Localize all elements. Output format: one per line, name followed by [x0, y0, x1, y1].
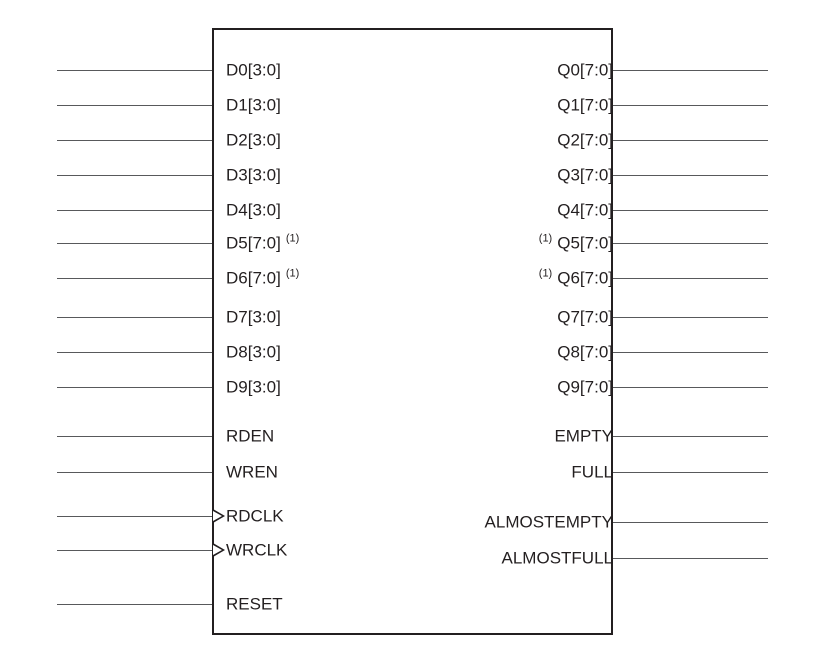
pin-label-reset: RESET: [226, 596, 283, 613]
input-wire-rden: [57, 436, 213, 437]
pin-label-text: D9[3:0]: [226, 377, 281, 397]
pin-label-text: Q4[7:0]: [557, 200, 613, 220]
output-wire-almostempty: [612, 522, 768, 523]
pin-label-almostempty: ALMOSTEMPTY: [485, 514, 613, 531]
input-wire-d7: [57, 317, 213, 318]
pin-label-text: Q8[7:0]: [557, 342, 613, 362]
input-wire-d2: [57, 140, 213, 141]
output-wire-full: [612, 472, 768, 473]
pin-label-d6: D6[7:0] (1): [226, 267, 300, 288]
output-wire-q5: [612, 243, 768, 244]
pin-label-q8: Q8[7:0]: [557, 344, 613, 361]
pin-label-text: D4[3:0]: [226, 200, 281, 220]
pin-label-q7: Q7[7:0]: [557, 309, 613, 326]
input-wire-d0: [57, 70, 213, 71]
output-wire-q7: [612, 317, 768, 318]
pin-label-empty: EMPTY: [554, 428, 613, 445]
pin-label-almostfull: ALMOSTFULL: [502, 550, 613, 567]
pin-label-text: ALMOSTEMPTY: [484, 512, 613, 532]
pin-label-q3: Q3[7:0]: [557, 167, 613, 184]
pin-label-full: FULL: [571, 464, 613, 481]
pin-label-text: FULL: [571, 462, 613, 482]
pin-label-text: Q9[7:0]: [557, 377, 613, 397]
pin-label-q5: (1) Q5[7:0]: [538, 232, 613, 253]
output-wire-q0: [612, 70, 768, 71]
output-wire-q9: [612, 387, 768, 388]
pin-label-text: EMPTY: [554, 426, 613, 446]
pin-label-text: Q0[7:0]: [557, 60, 613, 80]
footnote-marker: (1): [285, 267, 300, 280]
pin-label-d9: D9[3:0]: [226, 379, 281, 396]
input-wire-d1: [57, 105, 213, 106]
pin-label-text: Q1[7:0]: [557, 95, 613, 115]
pin-label-text: RDEN: [226, 426, 275, 446]
pin-label-text: D5[7:0]: [226, 233, 281, 253]
pin-label-d5: D5[7:0] (1): [226, 232, 300, 253]
pin-label-text: Q7[7:0]: [557, 307, 613, 327]
input-wire-wrclk: [57, 550, 213, 551]
input-wire-d4: [57, 210, 213, 211]
pin-label-d0: D0[3:0]: [226, 62, 281, 79]
pin-label-q1: Q1[7:0]: [557, 97, 613, 114]
pin-label-text: WRCLK: [226, 540, 288, 560]
output-wire-q1: [612, 105, 768, 106]
input-wire-d9: [57, 387, 213, 388]
pin-label-text: Q3[7:0]: [557, 165, 613, 185]
input-wire-rdclk: [57, 516, 213, 517]
output-wire-q4: [612, 210, 768, 211]
clock-triangle-icon-wrclk: [213, 543, 225, 557]
footnote-marker: (1): [285, 232, 300, 245]
footnote-marker: (1): [538, 232, 553, 245]
pin-label-d8: D8[3:0]: [226, 344, 281, 361]
pin-label-text: WREN: [226, 462, 278, 482]
input-wire-wren: [57, 472, 213, 473]
pin-label-text: D3[3:0]: [226, 165, 281, 185]
output-wire-empty: [612, 436, 768, 437]
pin-label-q6: (1) Q6[7:0]: [538, 267, 613, 288]
pin-label-text: RESET: [226, 594, 283, 614]
pin-label-q9: Q9[7:0]: [557, 379, 613, 396]
footnote-marker: (1): [538, 267, 553, 280]
input-wire-d3: [57, 175, 213, 176]
input-wire-d8: [57, 352, 213, 353]
pin-label-text: D0[3:0]: [226, 60, 281, 80]
pin-label-d4: D4[3:0]: [226, 202, 281, 219]
output-wire-q3: [612, 175, 768, 176]
output-wire-q2: [612, 140, 768, 141]
clock-triangle-icon-rdclk: [213, 509, 225, 523]
output-wire-almostfull: [612, 558, 768, 559]
pin-label-text: D1[3:0]: [226, 95, 281, 115]
pin-label-rdclk: RDCLK: [226, 508, 284, 525]
pin-label-text: D6[7:0]: [226, 268, 281, 288]
pin-label-text: D7[3:0]: [226, 307, 281, 327]
output-wire-q6: [612, 278, 768, 279]
pin-label-text: Q6[7:0]: [557, 268, 613, 288]
pin-label-text: Q5[7:0]: [557, 233, 613, 253]
pin-label-d1: D1[3:0]: [226, 97, 281, 114]
pin-label-rden: RDEN: [226, 428, 274, 445]
pin-label-text: Q2[7:0]: [557, 130, 613, 150]
pin-label-d3: D3[3:0]: [226, 167, 281, 184]
pin-label-wrclk: WRCLK: [226, 542, 287, 559]
chip-body: [212, 28, 613, 635]
pin-label-q2: Q2[7:0]: [557, 132, 613, 149]
pin-label-wren: WREN: [226, 464, 278, 481]
pin-label-q0: Q0[7:0]: [557, 62, 613, 79]
pin-label-text: D8[3:0]: [226, 342, 281, 362]
pin-label-text: RDCLK: [226, 506, 284, 526]
pin-label-text: ALMOSTFULL: [501, 548, 613, 568]
output-wire-q8: [612, 352, 768, 353]
input-wire-d6: [57, 278, 213, 279]
input-wire-d5: [57, 243, 213, 244]
pin-label-d7: D7[3:0]: [226, 309, 281, 326]
input-wire-reset: [57, 604, 213, 605]
pin-label-text: D2[3:0]: [226, 130, 281, 150]
pin-label-d2: D2[3:0]: [226, 132, 281, 149]
pin-label-q4: Q4[7:0]: [557, 202, 613, 219]
